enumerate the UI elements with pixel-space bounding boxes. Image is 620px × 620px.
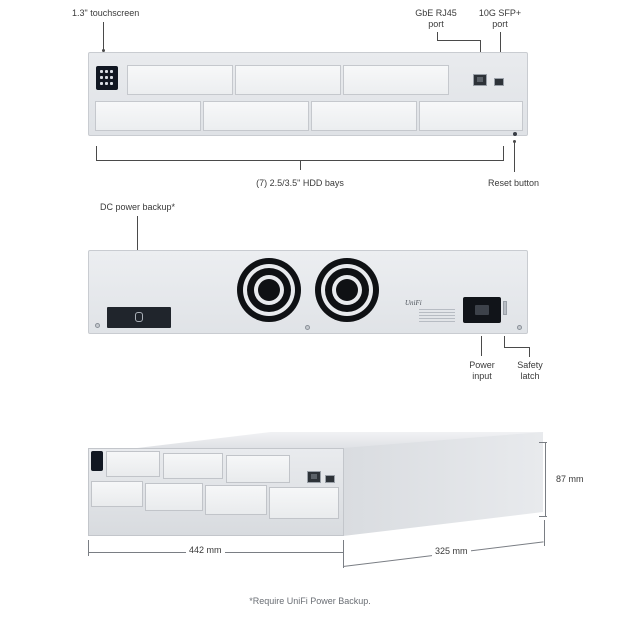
front-panel (88, 52, 528, 136)
height-label: 87 mm (556, 474, 584, 484)
dc-power-backup-port[interactable] (107, 307, 171, 328)
safety-latch-label: Safety latch (517, 360, 543, 381)
reset-leader-dot (513, 140, 516, 143)
sfp-leader (500, 32, 501, 52)
bays-bracket-r (503, 146, 504, 161)
sfp-port[interactable] (325, 475, 335, 483)
hdd-bay-1[interactable] (127, 65, 233, 95)
hdd-bay-2[interactable] (235, 65, 341, 95)
sfp-port[interactable] (494, 78, 504, 86)
hdd-bay-7[interactable] (419, 101, 523, 131)
bays-bracket-l (96, 146, 97, 161)
hdd-bay[interactable] (91, 481, 143, 507)
latch-leader-v2 (529, 347, 530, 357)
height-tick-bottom (539, 516, 547, 517)
rj45-port[interactable] (473, 74, 487, 86)
hdd-bay[interactable] (226, 455, 290, 483)
chassis-side (343, 432, 543, 536)
rear-panel: UniFi (88, 250, 528, 334)
power-input-label: Power input (469, 360, 495, 381)
width-tick-left (88, 540, 89, 556)
depth-label: 325 mm (432, 546, 471, 557)
brand-logo: UniFi (405, 299, 422, 307)
chassis-front (88, 448, 344, 536)
width-label: 442 mm (186, 545, 225, 556)
reset-label: Reset button (488, 178, 540, 188)
bays-bracket-c (300, 160, 301, 170)
reset-button[interactable] (513, 132, 517, 136)
power-input-socket[interactable] (463, 297, 501, 323)
hdd-bay-5[interactable] (203, 101, 309, 131)
sfp-label: 10G SFP+ port (478, 8, 522, 29)
fan-left (237, 258, 301, 322)
touchscreen-leader-dot (102, 49, 105, 52)
touchscreen[interactable] (96, 66, 118, 90)
latch-leader-h (504, 347, 530, 348)
rj45-leader-v1 (437, 32, 438, 41)
hdd-bay[interactable] (163, 453, 223, 479)
rj45-leader-v2 (480, 40, 481, 52)
fan-right (315, 258, 379, 322)
power-input-leader (481, 336, 482, 356)
touchscreen-label: 1.3" touchscreen (72, 8, 140, 18)
touchscreen[interactable] (91, 451, 103, 471)
footnote: *Require UniFi Power Backup. (249, 596, 371, 606)
reset-leader (514, 142, 515, 172)
regulatory-text (419, 309, 455, 323)
width-tick-right (343, 540, 344, 568)
hdd-bay[interactable] (269, 487, 339, 519)
screw (305, 325, 310, 330)
rj45-leader-h (437, 40, 481, 41)
touchscreen-leader (103, 22, 104, 50)
rj45-port[interactable] (307, 471, 321, 483)
rj45-label: GbE RJ45 port (415, 8, 457, 29)
hdd-bay[interactable] (205, 485, 267, 515)
dc-backup-label: DC power backup* (100, 202, 176, 212)
safety-latch[interactable] (503, 301, 507, 315)
screw (95, 323, 100, 328)
hdd-bays-label: (7) 2.5/3.5" HDD bays (256, 178, 344, 188)
screw (517, 325, 522, 330)
hdd-bay[interactable] (106, 451, 160, 477)
hdd-bay[interactable] (145, 483, 203, 511)
hdd-bay-3[interactable] (343, 65, 449, 95)
hdd-bay-6[interactable] (311, 101, 417, 131)
height-tick-top (539, 442, 547, 443)
latch-leader-v (504, 336, 505, 348)
height-dimension-line (545, 442, 546, 516)
hdd-bay-4[interactable] (95, 101, 201, 131)
depth-tick-right (544, 520, 545, 546)
